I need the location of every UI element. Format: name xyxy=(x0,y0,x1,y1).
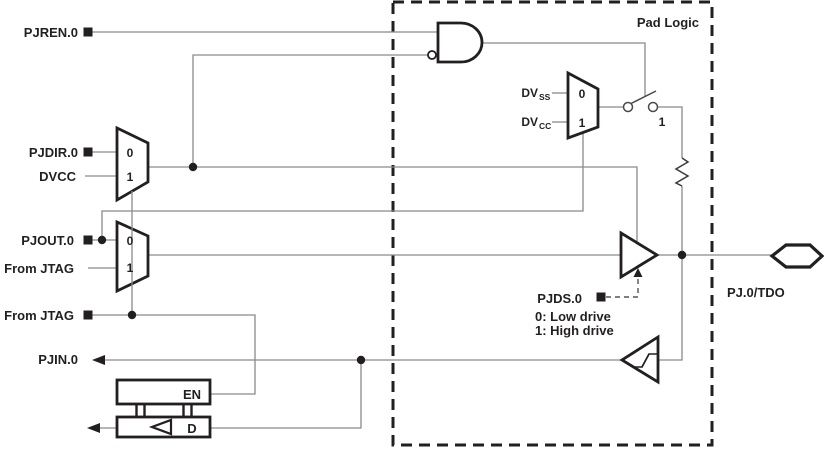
direction-mux-in1: 1 xyxy=(127,170,134,184)
label-latch-d: D xyxy=(187,421,196,436)
label-latch-en: EN xyxy=(183,387,201,402)
pad-logic-title: Pad Logic xyxy=(637,15,699,30)
wire-dir-to-and-inverted-input xyxy=(192,54,428,167)
wire-switch-to-resistor xyxy=(658,106,683,158)
junction-dot-pad xyxy=(677,250,687,260)
label-dvss-sub: SS xyxy=(539,92,551,102)
wire-resistor-to-schmitt xyxy=(658,186,683,361)
label-pjds-note1: 1: High drive xyxy=(535,323,614,338)
wire-pjout-to-pullup-mux-select xyxy=(101,133,584,240)
resistor-icon xyxy=(674,157,690,187)
wire-pjds-dashed xyxy=(606,276,639,298)
output-mux-in1: 1 xyxy=(127,261,134,275)
pad-hexagon-icon xyxy=(769,243,824,269)
junction-dot-pjout xyxy=(97,235,107,245)
junction-dot-direction xyxy=(188,162,198,172)
latch-connector-legs xyxy=(135,404,193,417)
hysteresis-glyph-slant xyxy=(641,353,650,368)
label-pjout: PJOUT.0 xyxy=(21,233,74,248)
junction-dot-pjin xyxy=(356,355,366,365)
label-from-jtag-a: From JTAG xyxy=(4,261,74,276)
label-pjds: PJDS.0 xyxy=(537,291,582,306)
pullup-mux xyxy=(566,70,600,141)
label-pjds-note0: 0: Low drive xyxy=(535,309,611,324)
pjin-arrowhead-icon xyxy=(92,355,105,365)
terminal-square-pjds xyxy=(596,292,606,302)
schmitt-trigger-icon xyxy=(619,334,660,385)
label-dvcc-sub: CC xyxy=(539,121,551,131)
junction-dot-jtag-select xyxy=(127,310,137,320)
inverter-bubble-icon xyxy=(427,50,437,60)
switch-contact-left xyxy=(622,101,634,113)
switch-contact-right xyxy=(647,101,659,113)
wire-and-output-to-switch xyxy=(482,42,646,97)
terminal-square-pjren xyxy=(83,27,93,37)
clock-triangle-icon xyxy=(148,418,173,436)
wire-pjin-to-d-latch xyxy=(210,360,362,429)
terminal-square-pjout xyxy=(83,235,93,245)
label-dvcc: DVCC xyxy=(39,169,76,184)
label-pjdir: PJDIR.0 xyxy=(29,145,78,160)
pad-logic-boundary xyxy=(391,0,714,447)
output-buffer-icon xyxy=(619,230,660,280)
schmitt-triangle xyxy=(619,334,660,385)
terminal-square-pjdir xyxy=(83,147,93,157)
switch-icon xyxy=(622,90,659,113)
direction-mux xyxy=(115,125,150,203)
pullup-mux-in0: 0 xyxy=(579,87,586,101)
switch-lever xyxy=(630,90,657,105)
label-dvss-prefix: DV xyxy=(521,86,538,100)
direction-mux-in0: 0 xyxy=(127,146,134,160)
wire-from-jtag-b-to-en xyxy=(92,314,256,395)
label-pjin: PJIN.0 xyxy=(38,352,78,367)
label-from-jtag-b: From JTAG xyxy=(4,308,74,323)
pullup-mux-in1: 1 xyxy=(579,116,586,130)
output-mux-in0: 0 xyxy=(127,234,134,248)
label-pad-pin: PJ.0/TDO xyxy=(727,285,785,300)
en-latch-box xyxy=(115,378,212,406)
wire-direction-mux-output-to-buffer-enable xyxy=(148,166,638,243)
switch-closed-label: 1 xyxy=(659,115,666,129)
drive-strength-arrowhead-icon xyxy=(633,268,643,277)
latch-output-arrowhead-icon xyxy=(87,423,100,433)
and-gate-icon xyxy=(436,21,484,64)
terminal-square-from-jtag xyxy=(83,310,93,320)
label-dvcc-prefix: DV xyxy=(521,115,538,129)
label-pjren: PJREN.0 xyxy=(24,25,78,40)
wires xyxy=(85,31,772,429)
latch-icon xyxy=(115,378,212,439)
